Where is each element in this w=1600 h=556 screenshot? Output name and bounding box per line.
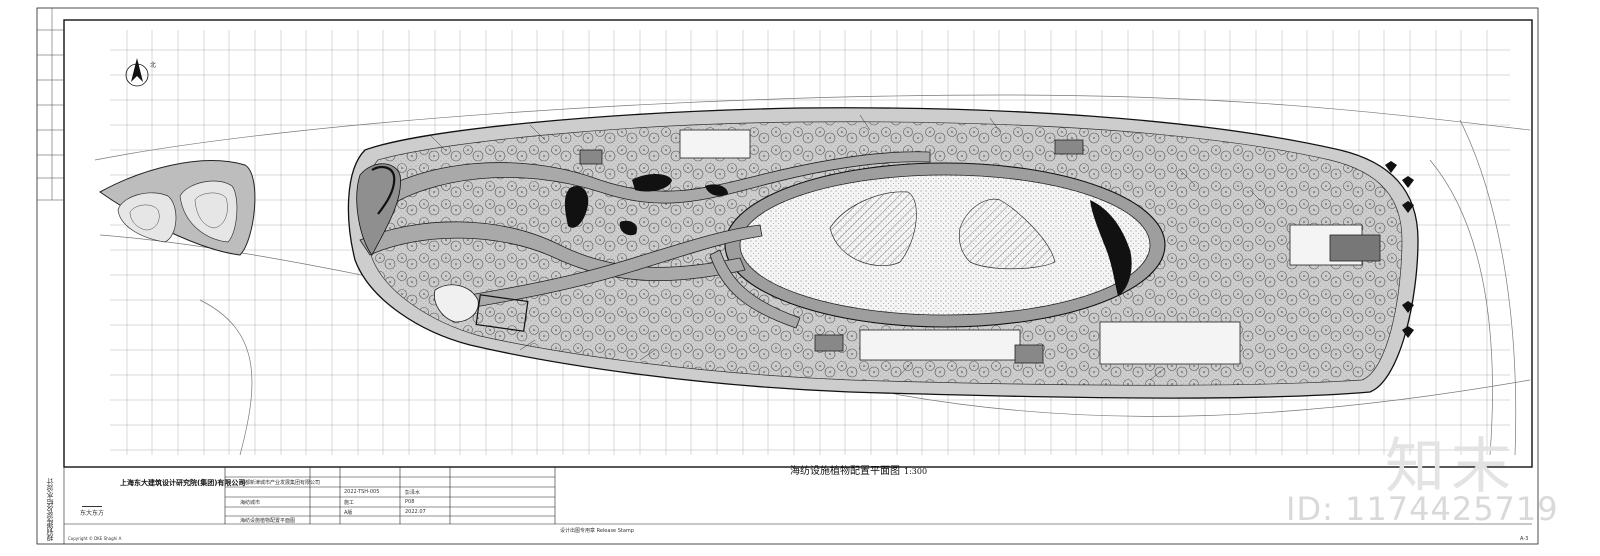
page-tag: A-3 <box>1520 536 1529 542</box>
project-name: 海纺城市 <box>240 500 261 506</box>
copyright: Copyright © DKE Shaghi A <box>68 536 122 541</box>
west-island <box>99 160 256 256</box>
curved-promenade <box>364 151 931 213</box>
side-label: 规划建设及给水设计 <box>46 478 54 541</box>
release-stamp: 设计出图专用章 Release Stamp <box>560 528 634 534</box>
structures <box>579 129 1381 365</box>
title-block-grid <box>63 467 1532 544</box>
lawn-hatch-right <box>958 198 1056 270</box>
watermark-brand: 知末 <box>1385 432 1517 502</box>
plan-title: 海纺设施植物配置平面图 1:300 <box>790 462 927 477</box>
sheet-number: P08 <box>405 499 415 505</box>
entry-markers <box>1385 161 1414 338</box>
company-logo-icon <box>82 494 102 507</box>
inner-frame <box>63 19 1533 468</box>
watermark-id: ID: 1174425719 <box>1286 490 1559 528</box>
company-name: 上海东大建筑设计研究院(集团)有限公司 <box>120 479 246 487</box>
pond-c <box>705 184 728 196</box>
drawing-version: A版 <box>344 510 353 516</box>
client-name: 成都新津城市产业发展集团有限公司 <box>240 480 321 486</box>
annotation-leaders <box>429 114 1266 381</box>
north-label: 北 <box>150 62 157 69</box>
company-logo-caption: 东大东方 <box>80 510 105 517</box>
north-arrow-icon <box>125 58 149 87</box>
pond-b <box>632 174 672 192</box>
pond-d <box>619 220 637 236</box>
plan-scale: 1:300 <box>904 467 928 476</box>
highlight-box <box>475 294 529 332</box>
designer-name: 彭泽水 <box>405 490 421 496</box>
outer-frame <box>36 7 1539 545</box>
water-feature-east <box>1090 200 1132 296</box>
drawing-number: 2022-TSH-005 <box>344 489 380 495</box>
drawing-date: 2022.07 <box>405 509 426 515</box>
drawing-name: 海纺设施植物配置平面图 <box>240 518 296 524</box>
main-park <box>347 107 1419 399</box>
design-stage: 施工 <box>344 500 355 506</box>
pond-a <box>564 185 589 228</box>
plan-title-text: 海纺设施植物配置平面图 <box>790 466 900 477</box>
side-title-cells <box>37 29 64 179</box>
lawn-hatch-left <box>829 191 917 266</box>
